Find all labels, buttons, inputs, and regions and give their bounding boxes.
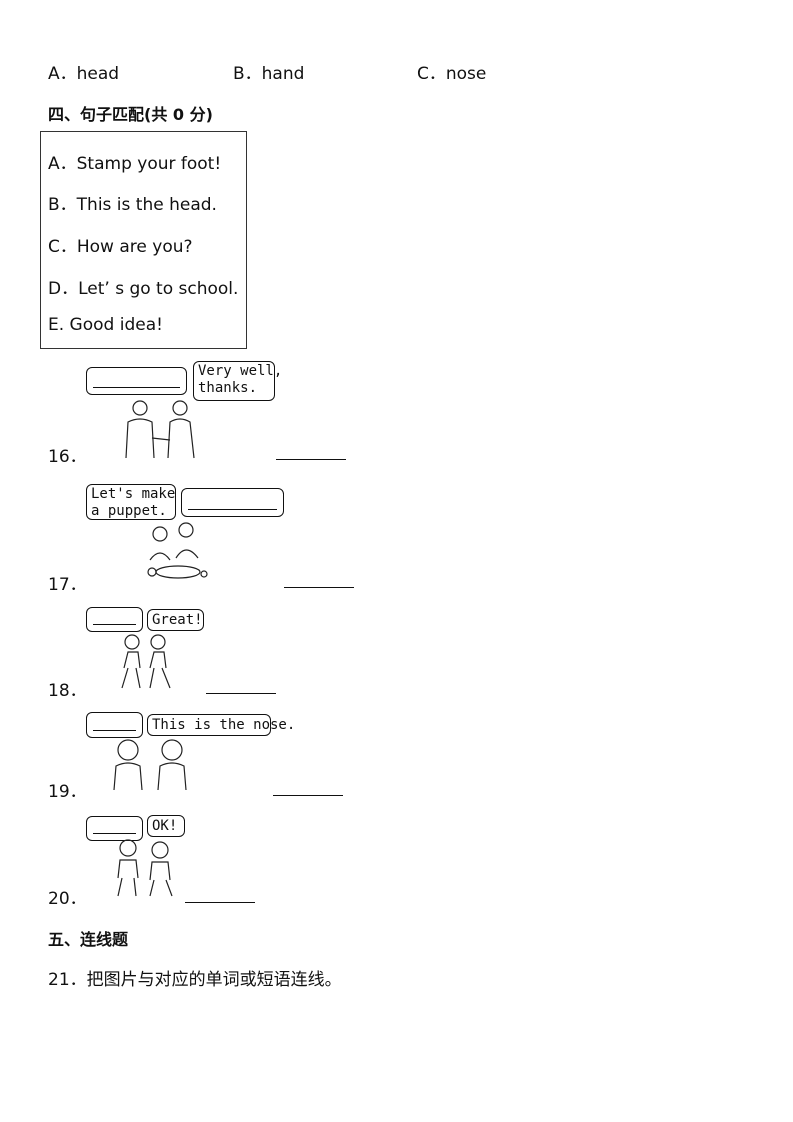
q17-number: 17． [48,575,87,595]
q21-instruction: 21．把图片与对应的单词或短语连线。 [48,970,342,990]
q17-bubble: Let's make a puppet. [86,484,176,520]
q20-number: 20． [48,889,87,909]
q18-number: 18． [48,681,87,701]
sentence-box: A．Stamp your foot! B．This is the head. C… [40,131,247,349]
q16-people-shaking-hands-image [125,400,195,459]
q19-answer-blank[interactable] [273,795,343,796]
sentence-a: A．Stamp your foot! [48,154,222,174]
sentence-b: B．This is the head. [48,195,217,215]
section-4-title: 四、句子匹配(共 0 分) [48,105,213,124]
section-5-title: 五、连线题 [48,930,129,949]
q16-answer-blank[interactable] [276,459,346,460]
sentence-c: C．How are you? [48,237,193,257]
q18-children-walking-image [121,634,171,689]
q16-number: 16． [48,447,87,467]
q20-reply-bubble: OK! [147,815,185,837]
q20-answer-blank[interactable] [185,902,255,903]
q17-empty-bubble [181,488,284,517]
sentence-d: D．Let’ s go to school. [48,279,239,299]
q19-reply-bubble: This is the nose. [147,714,295,736]
sentence-e: E. Good idea! [48,315,163,335]
q16-reply-bubble: Very well, thanks. [193,361,282,401]
q19-children-pointing-nose-image [113,739,187,791]
option-b: B．hand [233,64,305,84]
q17-children-crafting-image [147,522,208,579]
option-a: A．head [48,64,120,84]
q16-empty-bubble [86,367,187,395]
q19-empty-bubble [86,712,143,738]
q20-empty-bubble [86,816,143,841]
q18-reply-bubble: Great! [147,609,204,631]
q17-answer-blank[interactable] [284,587,354,588]
q19-number: 19． [48,782,87,802]
q18-answer-blank[interactable] [206,693,276,694]
option-c: C．nose [417,64,487,84]
q20-children-playing-image [117,839,173,897]
q18-empty-bubble [86,607,143,632]
